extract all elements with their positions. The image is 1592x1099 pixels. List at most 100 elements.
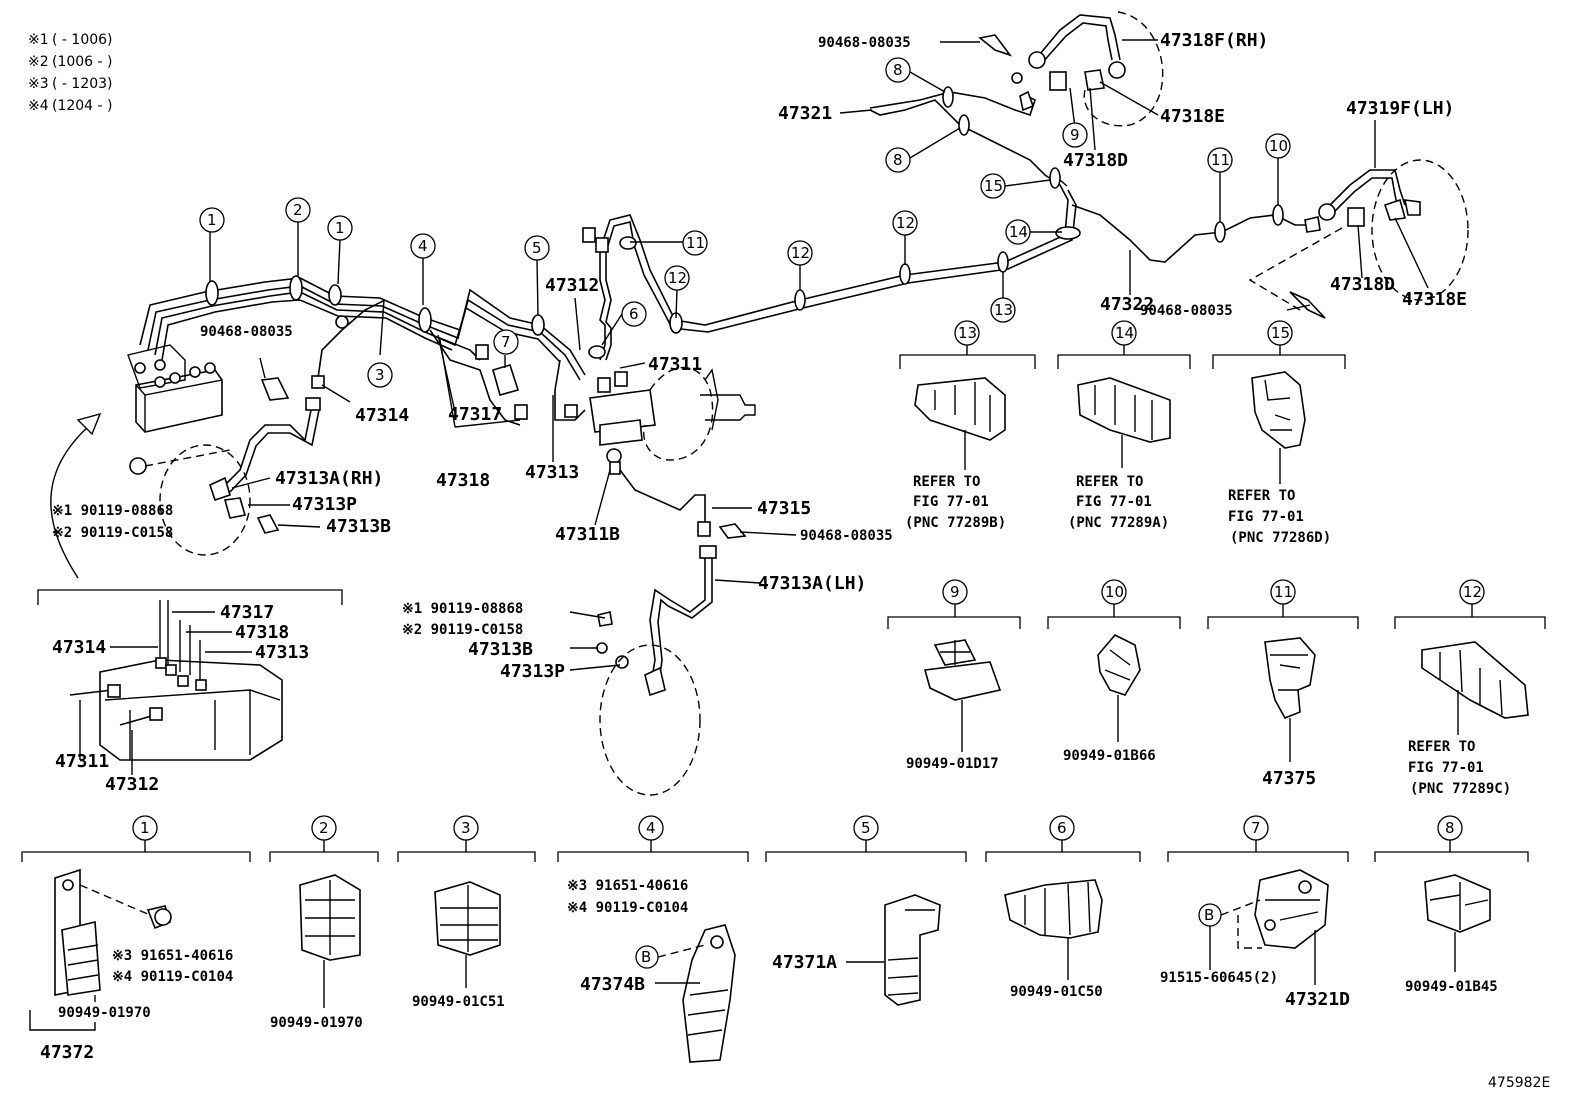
callout: 1 [140,819,150,837]
part-label-47375: 47375 [1262,768,1316,789]
part-label-90949-01B66: 90949-01B66 [1063,748,1156,764]
callout: 13 [994,301,1013,319]
applicability-notes: ※1 ( - 1006) ※2 (1006 - ) ※3 ( - 1203) ※… [28,32,113,114]
refer-text: REFER TO [1408,739,1475,755]
callout: 12 [1463,583,1482,601]
callout: 11 [1211,151,1230,169]
actuator-inset: 47317 47318 47313 47314 47311 47312 [37,589,343,795]
callout: 14 [1009,223,1028,241]
label-47317: 47317 [448,404,502,425]
label-47313A-RH: 47313A(RH) [275,468,383,489]
figure-number: 475982E [1488,1075,1550,1091]
refer-text: (PNC 77289C) [1410,781,1511,797]
label-47318E-right: 47318E [1402,289,1467,310]
inset-label-47318: 47318 [235,622,289,643]
refer-text: (PNC 77289B) [905,515,1006,531]
callout: 10 [1269,137,1288,155]
inset-label-47312: 47312 [105,774,159,795]
callout: 6 [629,305,639,323]
part-label-91651-40616: ※3 91651-40616 [567,878,688,894]
inset-arrow [50,424,91,579]
part-label-90949-01970: 90949-01970 [270,1015,363,1031]
label-47318D-right: 47318D [1330,274,1395,295]
label-47318F-RH: 47318F(RH) [1160,30,1268,51]
refer-text: REFER TO [913,474,980,490]
callout: 12 [896,214,915,232]
part-label-90949-01C51: 90949-01C51 [412,994,505,1010]
callout: 9 [1070,126,1080,144]
label-90119-C0158-top: ※2 90119-C0158 [52,525,173,541]
label-90119-08868-mid: ※1 90119-08868 [402,601,523,617]
label-90119-C0158-mid: ※2 90119-C0158 [402,622,523,638]
refer-text: REFER TO [1076,474,1143,490]
note-1-range: ( - 1006) [52,32,113,48]
label-47311B: 47311B [555,524,620,545]
inset-label-47311: 47311 [55,751,109,772]
callout: 14 [1115,324,1134,342]
refer-text: (PNC 77286D) [1230,530,1331,546]
part-label-90949-01B45: 90949-01B45 [1405,979,1498,995]
callout: 6 [1057,819,1067,837]
clip-bottom-2: 2 90949-01970 [269,815,379,1031]
label-47318: 47318 [436,470,490,491]
lh-rear-disc-outline [1371,159,1469,301]
label-90468-left: 90468-08035 [200,324,293,340]
label-47315: 47315 [757,498,811,519]
brake-booster-outline [643,366,714,461]
inset-label-47314: 47314 [52,637,106,658]
label-47313B-mid: 47313B [468,639,533,660]
callout: 3 [461,819,471,837]
label-47313B: 47313B [326,516,391,537]
callout: 15 [984,177,1003,195]
label-47313P: 47313P [292,494,357,515]
note-3-range: ( - 1203) [52,76,113,92]
note-1: ※1 [28,32,49,48]
note-2: ※2 [28,54,49,70]
callout: 15 [1271,324,1290,342]
callout: 11 [1274,583,1293,601]
part-label-47321D: 47321D [1285,989,1350,1010]
part-label-90119-C0104: ※4 90119-C0104 [112,969,233,985]
callout: 7 [501,333,511,351]
callout: 5 [532,239,542,257]
lh-brake-disc-outline [599,644,701,796]
clip-bottom-7: 7 B 91515-60645(2) 47321D [1160,815,1350,1010]
callout: 4 [646,819,656,837]
refer-block-14: 14 REFER TO FIG 77-01 (PNC 77289A) [1057,320,1191,531]
label-90468-mid: 90468-08035 [800,528,893,544]
brake-line-assembly [127,11,1469,796]
callout: 13 [958,324,977,342]
note-2-range: (1006 - ) [52,54,113,70]
callout: 9 [950,583,960,601]
label-90468-top: 90468-08035 [818,35,911,51]
refer-text: FIG 77-01 [913,494,989,510]
note-3: ※3 [28,76,49,92]
note-4-range: (1204 - ) [52,98,113,114]
callouts-main: 1 2 1 4 5 6 7 3 11 12 12 12 14 13 15 8 8… [199,57,1291,388]
note-4: ※4 [28,98,49,114]
rh-brake-disc-outline [159,444,251,556]
label-47312: 47312 [545,275,599,296]
bolt-marker: B [1204,906,1214,924]
label-47321: 47321 [778,103,832,124]
refer-text: FIG 77-01 [1076,494,1152,510]
clip-bottom-3: 3 90949-01C51 [397,815,536,1010]
part-labels-main: 47318F(RH) 47318E 47318D 47321 90468-080… [52,30,1467,682]
callout: 3 [375,366,385,384]
label-47314: 47314 [355,405,409,426]
label-47311: 47311 [648,354,702,375]
part-label-90949-01970: 90949-01970 [58,1005,151,1021]
callout: 12 [668,269,687,287]
label-47313P-mid: 47313P [500,661,565,682]
callout: 1 [335,219,345,237]
refer-text: (PNC 77289A) [1068,515,1169,531]
label-47313: 47313 [525,462,579,483]
part-label-90119-C0104: ※4 90119-C0104 [567,900,688,916]
part-label-47371A: 47371A [772,952,837,973]
refer-text: FIG 77-01 [1228,509,1304,525]
refer-text: FIG 77-01 [1408,760,1484,776]
clip-11: 11 47375 [1207,579,1359,789]
label-47322: 47322 [1100,294,1154,315]
